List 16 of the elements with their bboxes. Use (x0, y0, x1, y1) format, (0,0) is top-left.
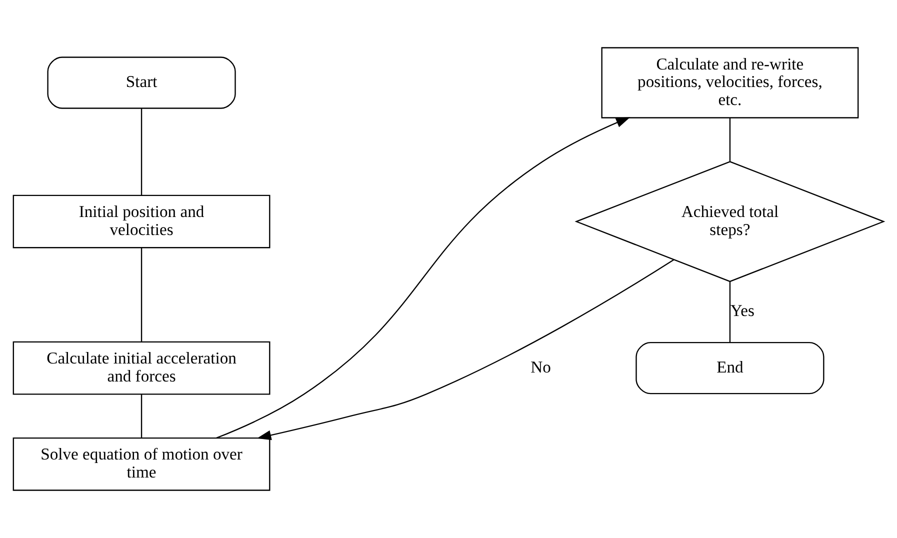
arrow (216, 117, 630, 439)
node-box: Start (47, 56, 236, 109)
node-box: Calculate initial acceleration and forces (12, 341, 270, 395)
node-box: Initial position and velocities (12, 194, 270, 248)
edge-label: No (530, 357, 551, 376)
connector (729, 282, 731, 342)
node-box: Solve equation of motion over time (12, 437, 270, 491)
connector (140, 108, 142, 196)
connector (140, 248, 142, 342)
node-box: End (636, 342, 824, 394)
node-box: Calculate and re-write positions, velocities, forces, etc. (601, 47, 859, 118)
edge-label: Yes (730, 301, 754, 320)
connector (729, 118, 731, 162)
node-diamond: Achieved total steps? (574, 161, 886, 282)
connector (140, 394, 142, 438)
arrow (256, 259, 674, 440)
